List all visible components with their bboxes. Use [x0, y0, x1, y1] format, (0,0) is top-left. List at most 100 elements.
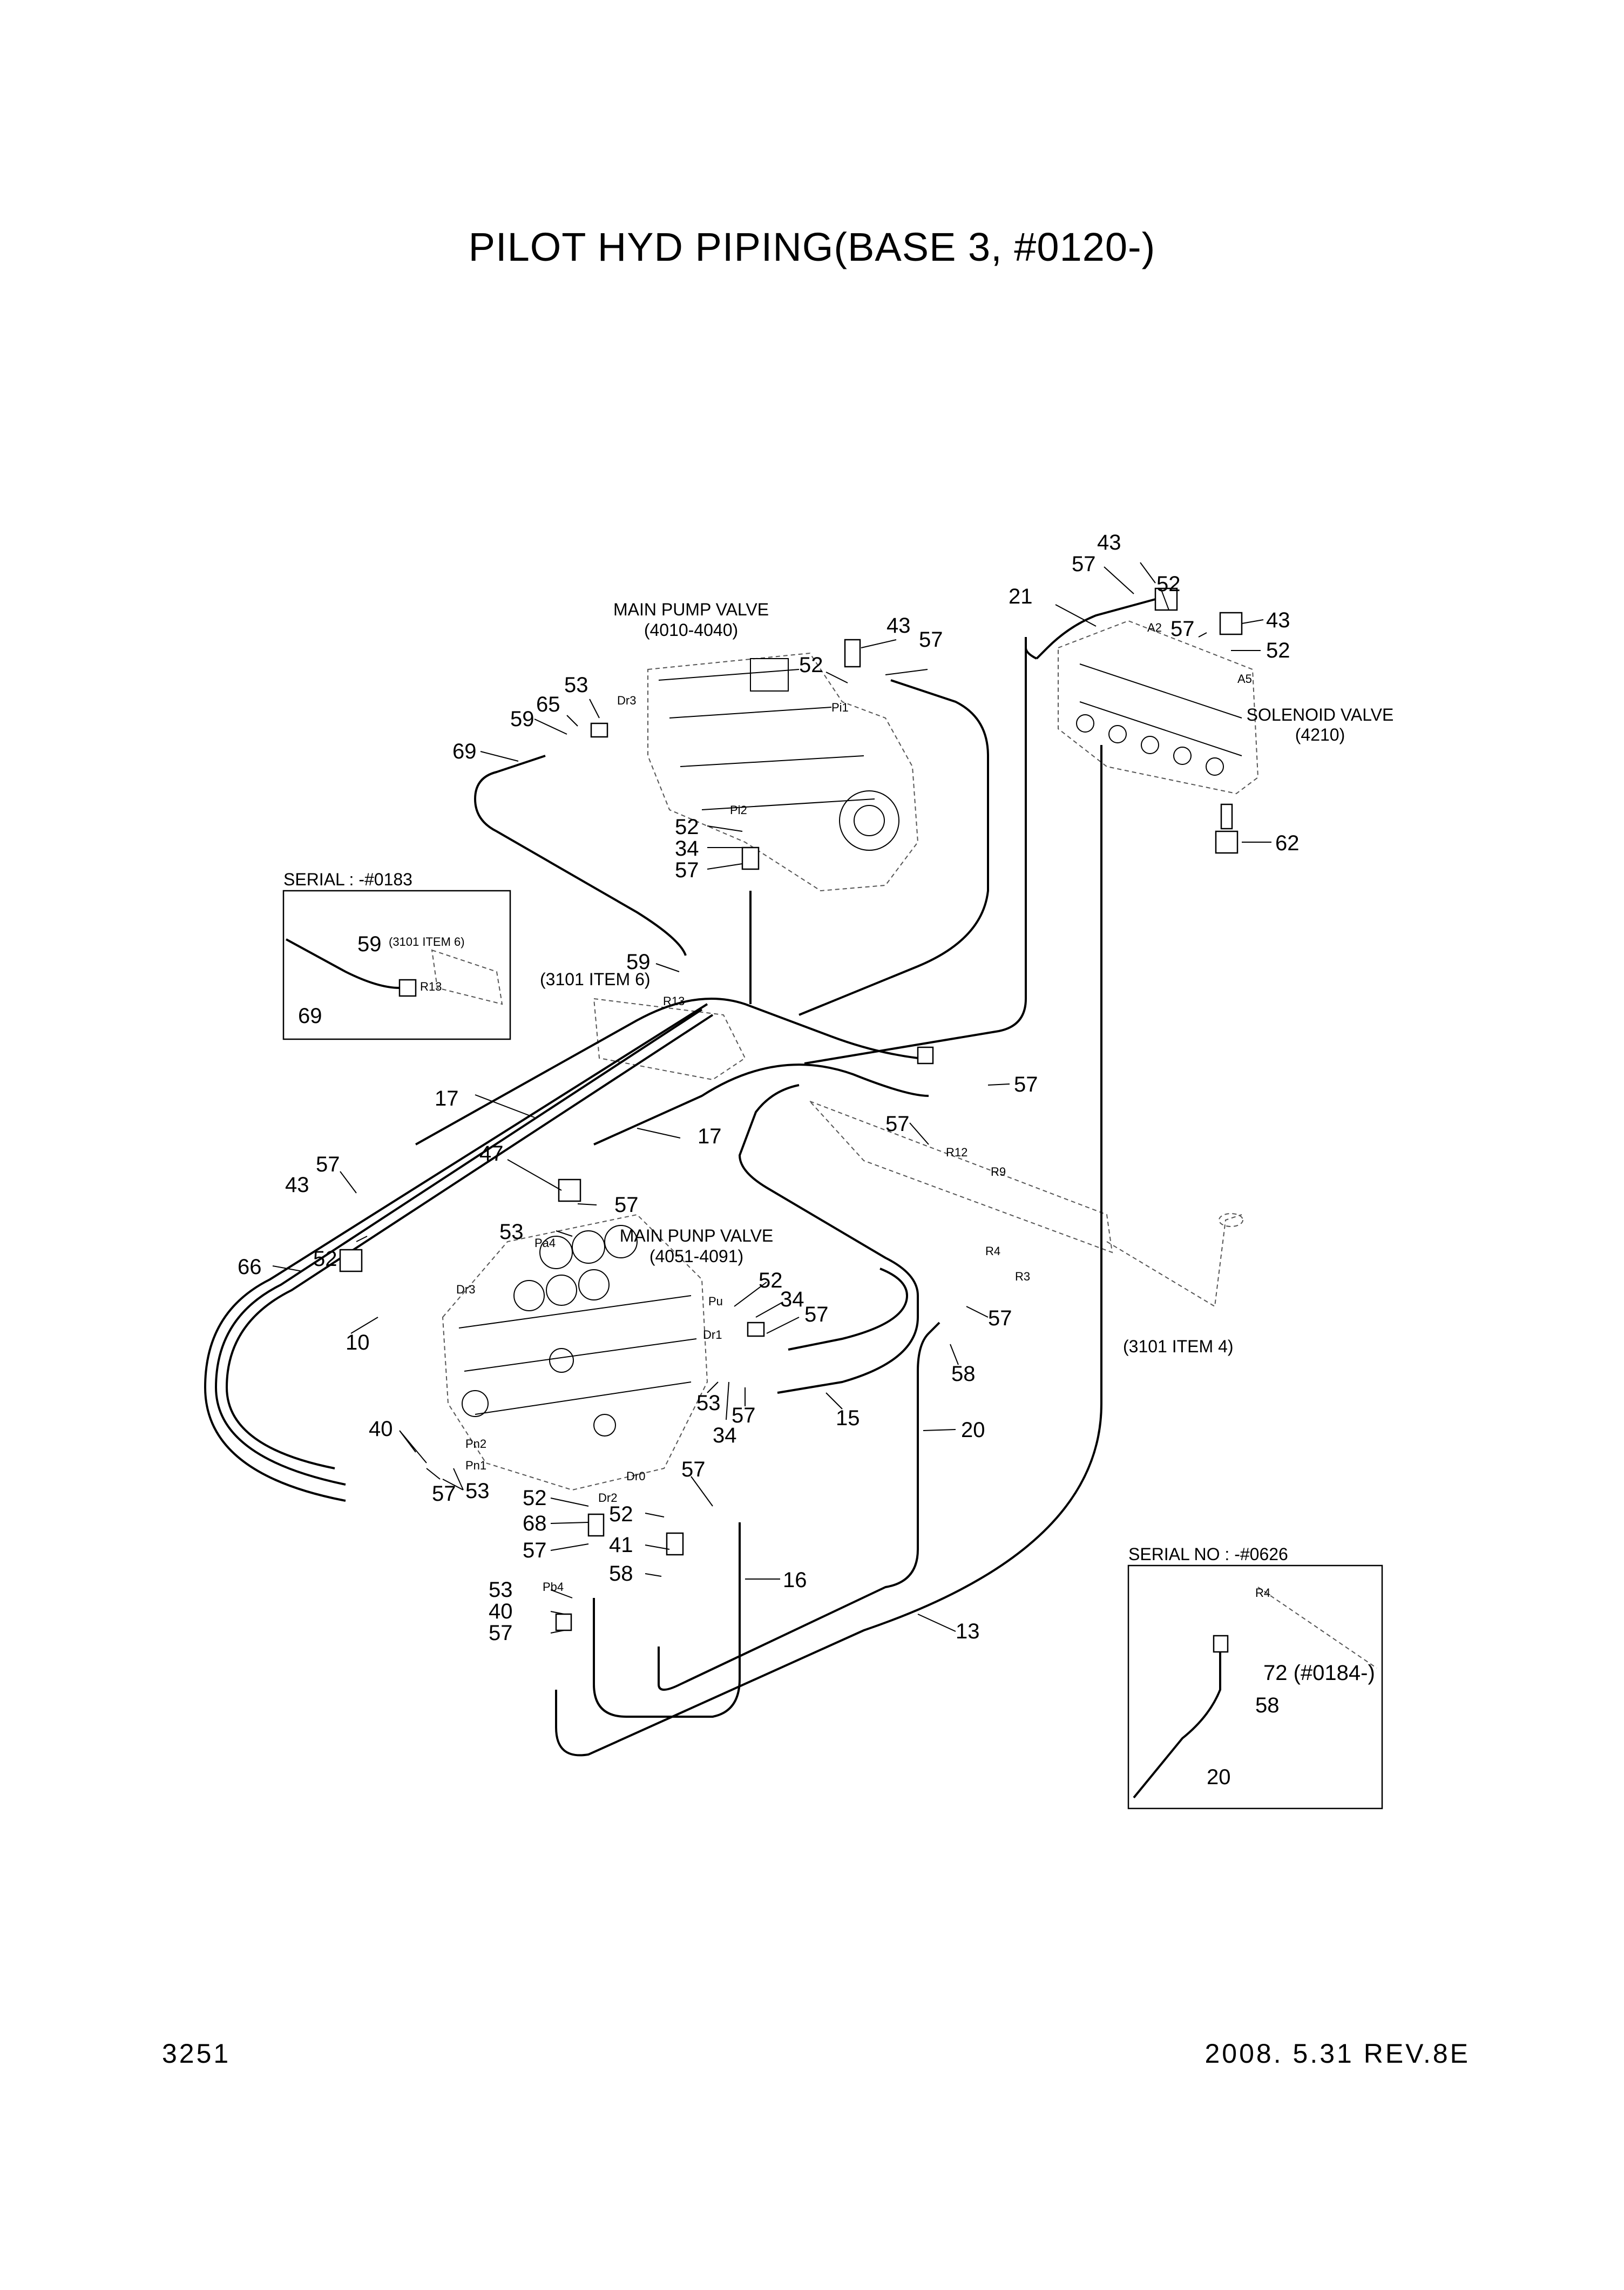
inset-b-callout-58: 58 [1255, 1693, 1280, 1717]
port-pi1: Pi1 [831, 701, 849, 714]
callout: 52 [313, 1247, 337, 1271]
port-dr1: Dr1 [703, 1328, 722, 1342]
callout: 52 [759, 1269, 783, 1292]
manifold-item6 [593, 998, 746, 1081]
callout: 52 [799, 653, 823, 677]
inset-a-callout-69: 69 [298, 1004, 322, 1028]
callout: 43 [887, 614, 911, 638]
port-labels: Pi1 Pi2 Dr3 A2 A5 R13 R12 R9 R4 R3 Pa4 D… [456, 621, 1252, 1594]
item6-ref: (3101 ITEM 6) [540, 970, 651, 989]
callout: 62 [1275, 831, 1300, 855]
callout-numbers: 43 57 21 52 43 57 52 43 57 52 53 65 59 6… [238, 531, 1300, 1645]
callout: 17 [435, 1087, 459, 1110]
solenoid-valve-label: SOLENOID VALVE [1247, 705, 1394, 724]
port-r9: R9 [991, 1165, 1006, 1178]
callout: 43 [1097, 531, 1121, 554]
callout: 53 [696, 1391, 721, 1415]
callout: 34 [780, 1288, 804, 1311]
main-pump-valve-label: MAIN PUMP VALVE [613, 600, 769, 619]
inset-b-header: SERIAL NO : -#0626 [1128, 1544, 1288, 1564]
port-dr0: Dr0 [626, 1469, 645, 1483]
callout: 34 [675, 837, 699, 861]
callout: 59 [510, 707, 534, 731]
callout: 57 [732, 1404, 756, 1427]
callout: 53 [489, 1578, 513, 1602]
callout: 57 [1014, 1073, 1038, 1096]
callout: 57 [675, 858, 699, 882]
callout: 43 [285, 1173, 309, 1197]
main-punp-valve-label: MAIN PUNP VALVE [620, 1226, 774, 1245]
callout: 68 [523, 1512, 547, 1535]
callout: 69 [452, 740, 477, 763]
port-pi2: Pi2 [730, 803, 747, 817]
port-r12: R12 [946, 1146, 967, 1159]
callout: 57 [885, 1112, 910, 1136]
callout: 57 [919, 628, 943, 652]
inset-b-callout-20: 20 [1207, 1765, 1231, 1789]
inset-serial-0626 [1127, 1564, 1383, 1810]
callout: 52 [675, 815, 699, 839]
hose-16 [593, 1522, 741, 1718]
callout: 57 [1170, 617, 1195, 641]
callout-leaders [272, 562, 1271, 1634]
inset-a-labels: SERIAL : -#0183 (3101 ITEM 6) R13 59 69 [283, 870, 465, 1028]
port-pn2: Pn2 [465, 1437, 486, 1451]
callout: 20 [961, 1418, 985, 1442]
callout: 10 [346, 1331, 370, 1354]
fittings [339, 587, 1243, 1631]
callout: 21 [1009, 585, 1033, 608]
solenoid-valve-block [1058, 620, 1259, 854]
hose-17 [415, 998, 929, 1146]
inset-a-ref: (3101 ITEM 6) [389, 935, 465, 948]
callout: 57 [489, 1621, 513, 1645]
callout: 65 [536, 693, 560, 716]
callout: 47 [479, 1142, 504, 1166]
port-r3: R3 [1015, 1270, 1030, 1283]
inset-b-labels: SERIAL NO : -#0626 R4 72 (#0184-) 58 20 [1128, 1544, 1375, 1789]
port-a5: A5 [1237, 672, 1252, 686]
port-r4: R4 [985, 1244, 1000, 1258]
page-number: 3251 [162, 2038, 231, 2069]
callout: 57 [804, 1303, 829, 1326]
hose-13 [555, 745, 1102, 1757]
callout: 43 [1266, 608, 1290, 632]
callout: 52 [1156, 572, 1181, 596]
port-dr2: Dr2 [598, 1491, 617, 1505]
callout: 57 [432, 1482, 456, 1506]
item4-ref: (3101 ITEM 4) [1123, 1337, 1234, 1356]
callout: 15 [836, 1406, 860, 1430]
callout: 57 [523, 1539, 547, 1562]
callout: 41 [609, 1533, 633, 1557]
port-r13: R13 [663, 994, 685, 1008]
port-a2: A2 [1147, 621, 1162, 634]
hose-66-10 [204, 1003, 714, 1502]
hose-pi1 [799, 679, 989, 1016]
callout: 57 [614, 1193, 639, 1217]
component-labels: MAIN PUMP VALVE (4010-4040) MAIN PUNP VA… [540, 600, 1393, 1356]
callout: 59 [626, 950, 651, 974]
callout: 13 [956, 1620, 980, 1643]
solenoid-valve-ref: (4210) [1295, 725, 1345, 744]
port-dr3-low: Dr3 [456, 1283, 475, 1296]
manifold-item4 [809, 1101, 1243, 1307]
hose-15b [788, 1268, 909, 1351]
inset-a-callout-59: 59 [357, 932, 382, 956]
callout: 52 [523, 1486, 547, 1510]
callout: 40 [489, 1600, 513, 1623]
inset-serial-0183 [282, 890, 511, 1040]
inset-b-port: R4 [1255, 1586, 1270, 1600]
port-pb4: Pb4 [543, 1580, 564, 1594]
callout: 66 [238, 1255, 262, 1279]
port-pn1: Pn1 [465, 1459, 486, 1472]
main-control-valve [442, 1214, 708, 1491]
drawing-title: PILOT HYD PIPING(BASE 3, #0120-) [468, 225, 1156, 269]
inset-a-port: R13 [420, 980, 442, 993]
revision-date: 2008. 5.31 REV.8E [1205, 2038, 1470, 2069]
callout: 58 [951, 1362, 976, 1386]
main-pump-valve-range: (4010-4040) [644, 620, 738, 640]
callout: 52 [1266, 639, 1290, 662]
callout: 57 [1072, 552, 1096, 576]
callout: 34 [713, 1424, 737, 1447]
main-punp-valve-range: (4051-4091) [649, 1246, 743, 1266]
